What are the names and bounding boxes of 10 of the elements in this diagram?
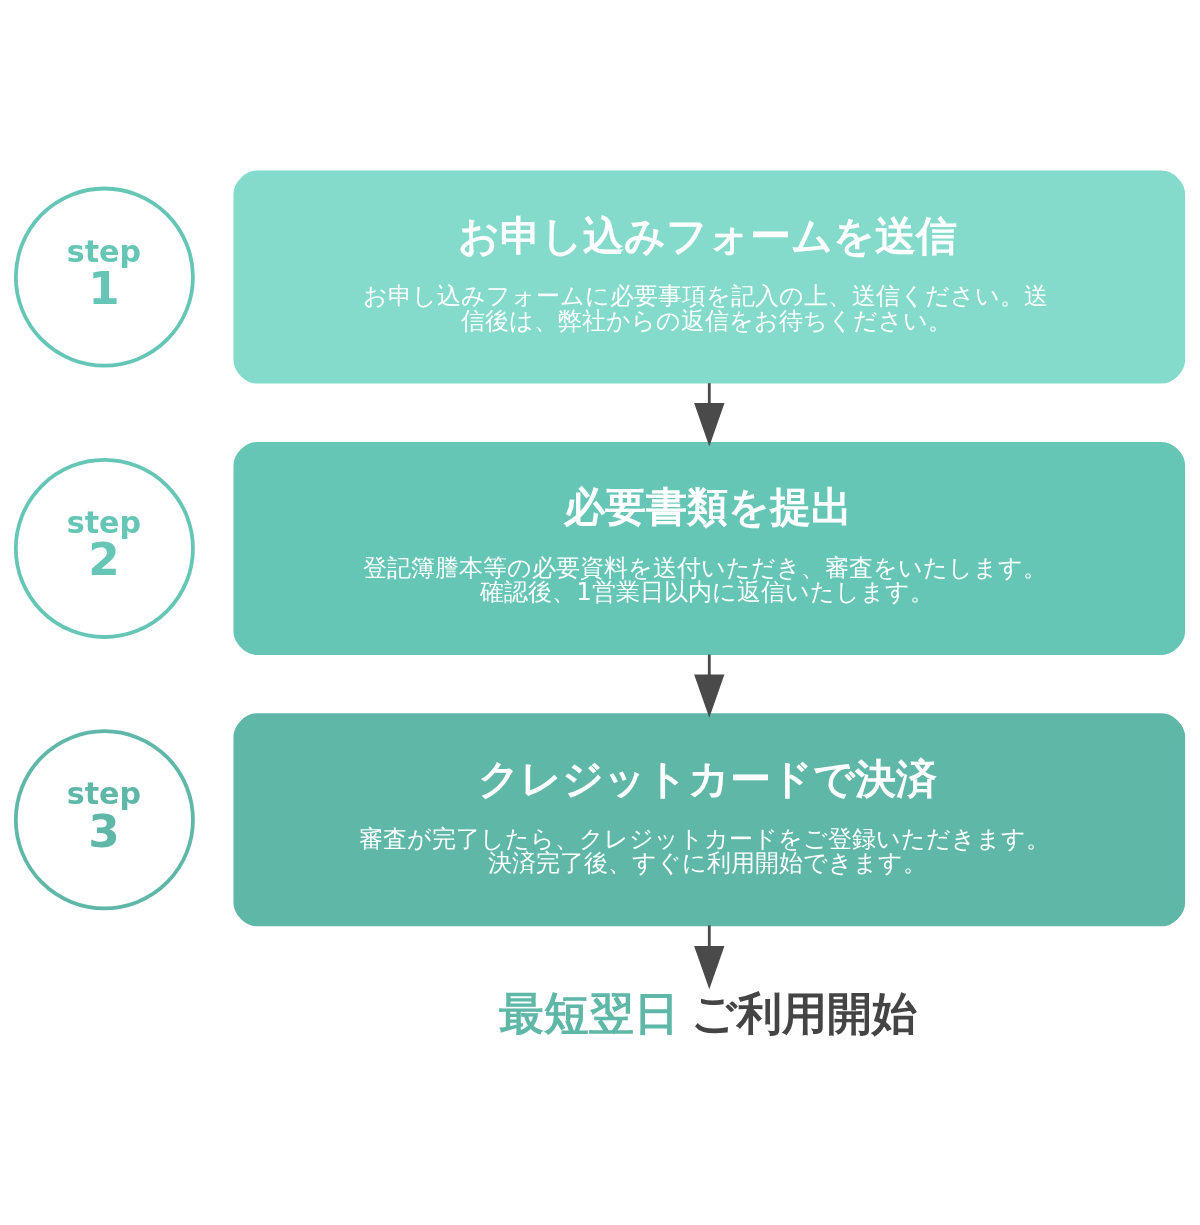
node-text: 最短翌日 ご利用開始 [499,987,918,1041]
node-circle: step 3 [13,729,195,911]
node-box: お申し込みフォームを送信 お申し込みフォームに必要事項を記入の上、送信ください。送信後は、弊社からの返信をお待ちください。 [233,170,1186,384]
arrow [694,654,725,718]
arrow [694,383,725,447]
node-circle: step 1 [13,186,195,368]
node-circle: step 2 [13,457,195,639]
arrow [694,925,725,990]
node-box: 必要書類を提出 登記簿謄本等の必要資料を送付いただき、審査をいたします。確認後、1営業日以内に返信いたします。 [233,441,1186,655]
node-box: クレジットカードで決済 審査が完了したら、クレジットカードをご登録いただきます。決済完了後、すぐに利用開始できます。 [233,713,1186,927]
